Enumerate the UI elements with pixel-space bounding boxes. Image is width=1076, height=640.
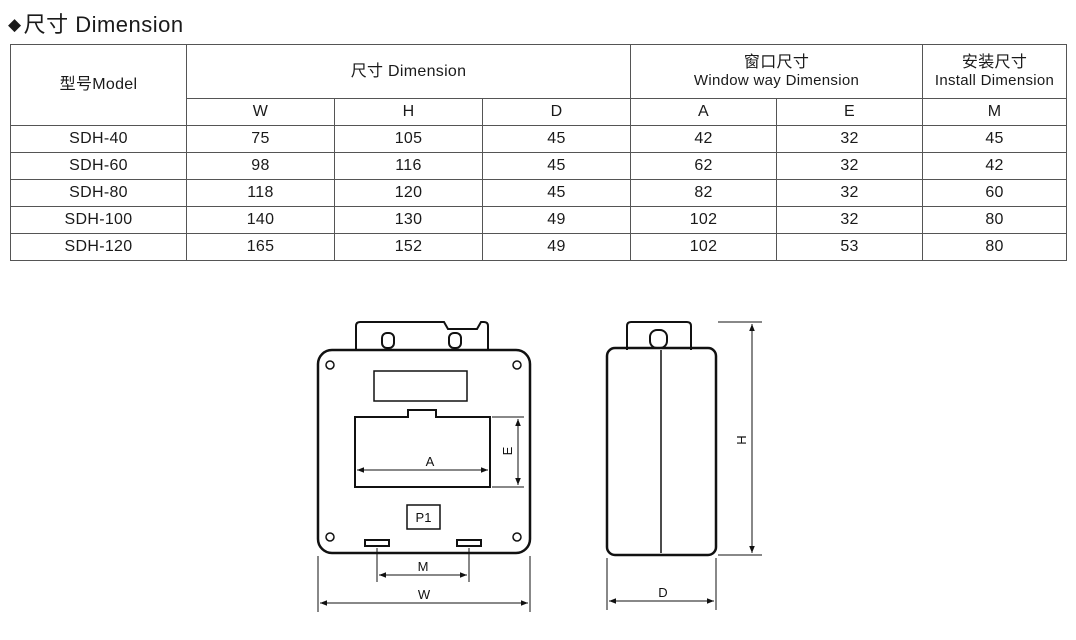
screw-hole (512, 360, 522, 370)
table-cell: 45 (481, 125, 632, 153)
table-row: SDH-60 98 116 45 62 32 42 (10, 152, 1068, 180)
table-cell: 140 (186, 206, 335, 234)
header-install-en: Install Dimension (934, 71, 1055, 89)
table-cell: 102 (630, 233, 778, 261)
table-cell: SDH-40 (10, 125, 187, 153)
table-cell: SDH-100 (10, 206, 187, 234)
column-header-a: A (630, 98, 778, 126)
front-label-p1: P1 (416, 510, 432, 525)
label-panel (373, 370, 468, 402)
dimension-table: 型号Model 尺寸 Dimension 窗口尺寸 Window way Dim… (10, 44, 1068, 261)
table-cell: 49 (481, 206, 632, 234)
header-window-group: 窗口尺寸 Window way Dimension (630, 44, 924, 99)
table-cell: 82 (630, 179, 778, 207)
table-cell: 165 (186, 233, 335, 261)
table-cell: 45 (922, 125, 1068, 153)
primary-window (354, 409, 491, 488)
column-header-m: M (922, 98, 1068, 126)
table-cell: SDH-60 (10, 152, 187, 180)
screw-hole (325, 532, 335, 542)
section-title-text: 尺寸 Dimension (23, 12, 184, 37)
table-cell: 49 (481, 233, 632, 261)
table-cell: 32 (776, 152, 924, 180)
table-cell: 32 (776, 206, 924, 234)
side-label-d: D (658, 585, 667, 600)
table-cell: 62 (630, 152, 778, 180)
header-window-en: Window way Dimension (693, 71, 860, 89)
table-row: SDH-80 118 120 45 82 32 60 (10, 179, 1068, 207)
front-label-m: M (418, 559, 429, 574)
table-cell: 130 (334, 206, 483, 234)
bracket-hole-right (448, 332, 462, 349)
mounting-slot (364, 539, 390, 547)
side-view (605, 321, 718, 557)
table-cell: 152 (334, 233, 483, 261)
table-cell: 32 (776, 179, 924, 207)
side-body (605, 346, 718, 557)
table-row: SDH-100 140 130 49 102 32 80 (10, 206, 1068, 234)
table-cell: 102 (630, 206, 778, 234)
table-cell: 105 (334, 125, 483, 153)
header-model: 型号Model (10, 44, 187, 126)
front-label-w: W (418, 587, 431, 602)
table-row: SDH-40 75 105 45 42 32 45 (10, 125, 1068, 153)
header-window-cn: 窗口尺寸 (743, 53, 810, 71)
screw-hole (325, 360, 335, 370)
table-cell: 53 (776, 233, 924, 261)
table-cell: 75 (186, 125, 335, 153)
header-install-group: 安装尺寸 Install Dimension (922, 44, 1068, 99)
table-cell: SDH-120 (10, 233, 187, 261)
table-cell: 42 (922, 152, 1068, 180)
table-row: SDH-120 165 152 49 102 53 80 (10, 233, 1068, 261)
front-view (316, 321, 532, 555)
side-bracket-hole (649, 329, 668, 349)
column-header-h: H (334, 98, 483, 126)
screw-hole (512, 532, 522, 542)
table-cell: 45 (481, 152, 632, 180)
mounting-bracket (355, 321, 489, 350)
table-cell: 98 (186, 152, 335, 180)
p1-box (406, 504, 441, 530)
table-cell: 116 (334, 152, 483, 180)
table-cell: 80 (922, 206, 1068, 234)
front-label-a: A (426, 454, 435, 469)
diamond-icon: ◆ (8, 15, 22, 34)
dimension-drawing: P1 A E M W H D (316, 321, 762, 612)
column-header-e: E (776, 98, 924, 126)
front-label-e: E (500, 446, 515, 455)
table-cell: 120 (334, 179, 483, 207)
mounting-slot (456, 539, 482, 547)
table-cell: 118 (186, 179, 335, 207)
side-bracket (626, 321, 692, 350)
header-dimension-group: 尺寸 Dimension (185, 44, 632, 99)
table-cell: 42 (630, 125, 778, 153)
bracket-hole-left (381, 332, 395, 349)
table-cell: 60 (922, 179, 1068, 207)
table-cell: 32 (776, 125, 924, 153)
table-cell: 80 (922, 233, 1068, 261)
table-cell: 45 (481, 179, 632, 207)
front-body (316, 348, 532, 555)
side-label-h: H (734, 435, 749, 444)
header-install-cn: 安装尺寸 (961, 53, 1028, 71)
section-title: ◆尺寸 Dimension (8, 7, 184, 39)
table-cell: SDH-80 (10, 179, 187, 207)
column-header-d: D (481, 98, 632, 126)
column-header-w: W (186, 98, 335, 126)
